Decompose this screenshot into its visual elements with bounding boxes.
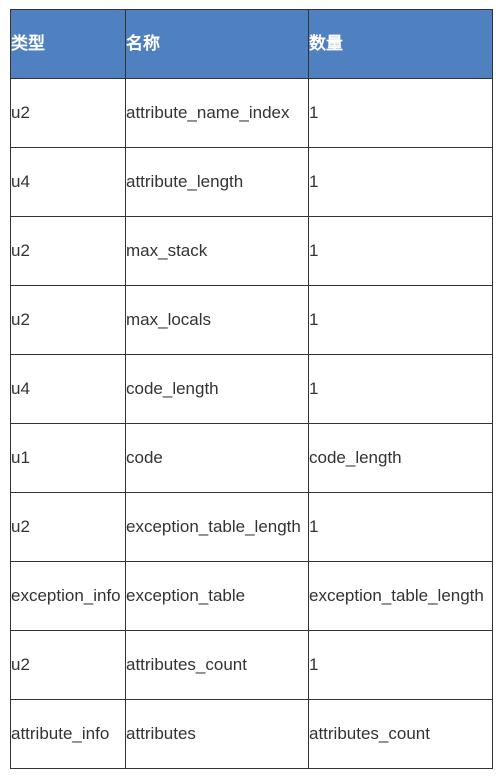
header-name: 名称: [125, 9, 309, 79]
cell-type: attribute_info: [10, 699, 126, 769]
header-count: 数量: [308, 9, 493, 79]
table-body: u2 attribute_name_index 1 u4 attribute_l…: [10, 78, 493, 769]
code-attribute-table-container: 类型 名称 数量 u2 attribute_name_index 1 u4 at…: [10, 9, 493, 769]
code-attribute-table: 类型 名称 数量 u2 attribute_name_index 1 u4 at…: [10, 9, 493, 769]
table-row: u1 code code_length: [10, 423, 493, 493]
cell-count: 1: [308, 147, 493, 217]
table-row: attribute_info attributes attributes_cou…: [10, 699, 493, 769]
cell-type: u2: [10, 492, 126, 562]
cell-name: code_length: [125, 354, 309, 424]
cell-type: u2: [10, 78, 126, 148]
cell-type: u2: [10, 216, 126, 286]
cell-count: 1: [308, 492, 493, 562]
table-row: u2 exception_table_length 1: [10, 492, 493, 562]
cell-type: exception_info: [10, 561, 126, 631]
cell-count: 1: [308, 354, 493, 424]
cell-name: exception_table: [125, 561, 309, 631]
table-header: 类型 名称 数量: [10, 9, 493, 79]
cell-type: u2: [10, 285, 126, 355]
cell-name: attribute_name_index: [125, 78, 309, 148]
header-row: 类型 名称 数量: [10, 9, 493, 79]
cell-count: code_length: [308, 423, 493, 493]
table-row: u2 attributes_count 1: [10, 630, 493, 700]
cell-count: 1: [308, 285, 493, 355]
cell-name: code: [125, 423, 309, 493]
table-row: u4 code_length 1: [10, 354, 493, 424]
cell-type: u4: [10, 354, 126, 424]
cell-name: attributes: [125, 699, 309, 769]
cell-count: 1: [308, 630, 493, 700]
cell-count: attributes_count: [308, 699, 493, 769]
table-row: u2 max_locals 1: [10, 285, 493, 355]
cell-name: max_stack: [125, 216, 309, 286]
cell-name: exception_table_length: [125, 492, 309, 562]
table-row: u4 attribute_length 1: [10, 147, 493, 217]
cell-name: attribute_length: [125, 147, 309, 217]
table-row: exception_info exception_table exception…: [10, 561, 493, 631]
cell-name: attributes_count: [125, 630, 309, 700]
table-row: u2 attribute_name_index 1: [10, 78, 493, 148]
header-type: 类型: [10, 9, 126, 79]
cell-count: exception_table_length: [308, 561, 493, 631]
cell-count: 1: [308, 216, 493, 286]
cell-type: u1: [10, 423, 126, 493]
table-row: u2 max_stack 1: [10, 216, 493, 286]
cell-type: u4: [10, 147, 126, 217]
cell-count: 1: [308, 78, 493, 148]
cell-name: max_locals: [125, 285, 309, 355]
cell-type: u2: [10, 630, 126, 700]
